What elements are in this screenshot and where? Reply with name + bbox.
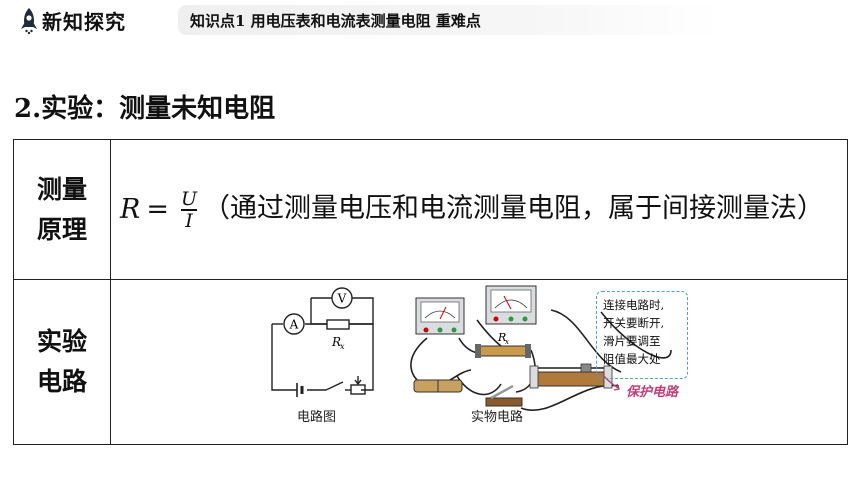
resistor-label: R [331,335,341,349]
wire [600,311,672,359]
table-row: 实验 电路 [13,279,848,445]
formula-numerator: U [180,188,197,210]
formula-eq: = [146,193,169,225]
row-header-line: 电路 [36,367,87,396]
arrow-icon [602,374,619,389]
row-header-line: 原理 [36,214,87,244]
voltmeter-device [485,285,537,325]
experiment-table: 测量 原理 R = U I （通过测量电压和电流测量电阻，属于间接测量法） 实验… [13,139,848,445]
voltmeter-label: V [337,292,347,306]
section-title: 2.实验：测量未知电阻 [14,94,276,124]
formula-fraction: U I [180,188,197,232]
ammeter-device [415,297,465,335]
fraction-bar [180,209,197,211]
formula-r: R [120,193,141,225]
rheostat-slider [354,376,362,386]
header-bar: 新知探究 知识点1 用电压表和电流表测量电阻 重难点 [14,5,724,37]
rheostat-device [529,363,613,389]
row-header-principle: 测量 原理 [13,139,111,280]
table-row: 测量 原理 R = U I （通过测量电压和电流测量电阻，属于间接测量法） [13,139,848,280]
ammeter-label: A [289,318,299,332]
ohm-formula: R = U I [120,184,203,236]
note-line: 连接电路时, [603,298,665,312]
ammeter-symbol [283,313,305,335]
row-header-line: 测量 [36,174,87,204]
note-line: 开关要断开, [603,316,665,330]
row-header-line: 实验 [36,327,87,356]
schematic-caption: 电路图 [297,410,337,425]
circuit-cell: A V R x [110,279,848,445]
topic-title: 知识点1 用电压表和电流表测量电阻 重难点 [190,12,481,30]
row-header-circuit: 实验 电路 [13,279,111,445]
formula-denominator: I [185,209,193,232]
schematic-wire-right [349,323,374,391]
resistor-subscript: x [340,342,345,351]
wire [520,384,620,411]
note-box: 连接电路时, 开关要断开, 滑片要调至 阻值最大处 [596,291,688,379]
rocket-icon [21,8,37,35]
physical-resistor-label: R [497,331,506,344]
switch-device [485,384,523,407]
note-line: 滑片要调至 [603,334,661,348]
switch-blade [325,381,344,391]
schematic-wire-left [271,324,297,391]
note-tag: 保护电路 [626,385,679,400]
voltmeter-symbol [331,287,353,309]
resistor-device [475,344,531,358]
wire [476,319,502,347]
principle-text: （通过测量电压和电流测量电阻，属于间接测量法） [202,193,824,225]
physical-caption: 实物电路 [471,410,524,425]
physical-resistor-subscript: x [505,338,509,346]
physical-circuit: R x [410,285,672,411]
note-line: 阻值最大处 [603,352,661,366]
arrow-head-icon [613,383,620,391]
circuit-figure: A V R x [271,285,672,411]
resistor-rx [326,319,350,330]
brand-title: 新知探究 [42,10,126,34]
battery-device [413,379,463,393]
schematic-diagram [271,297,374,395]
wire [456,375,502,396]
principle-cell: R = U I （通过测量电压和电流测量电阻，属于间接测量法） [110,139,848,280]
topic-banner [178,5,718,35]
